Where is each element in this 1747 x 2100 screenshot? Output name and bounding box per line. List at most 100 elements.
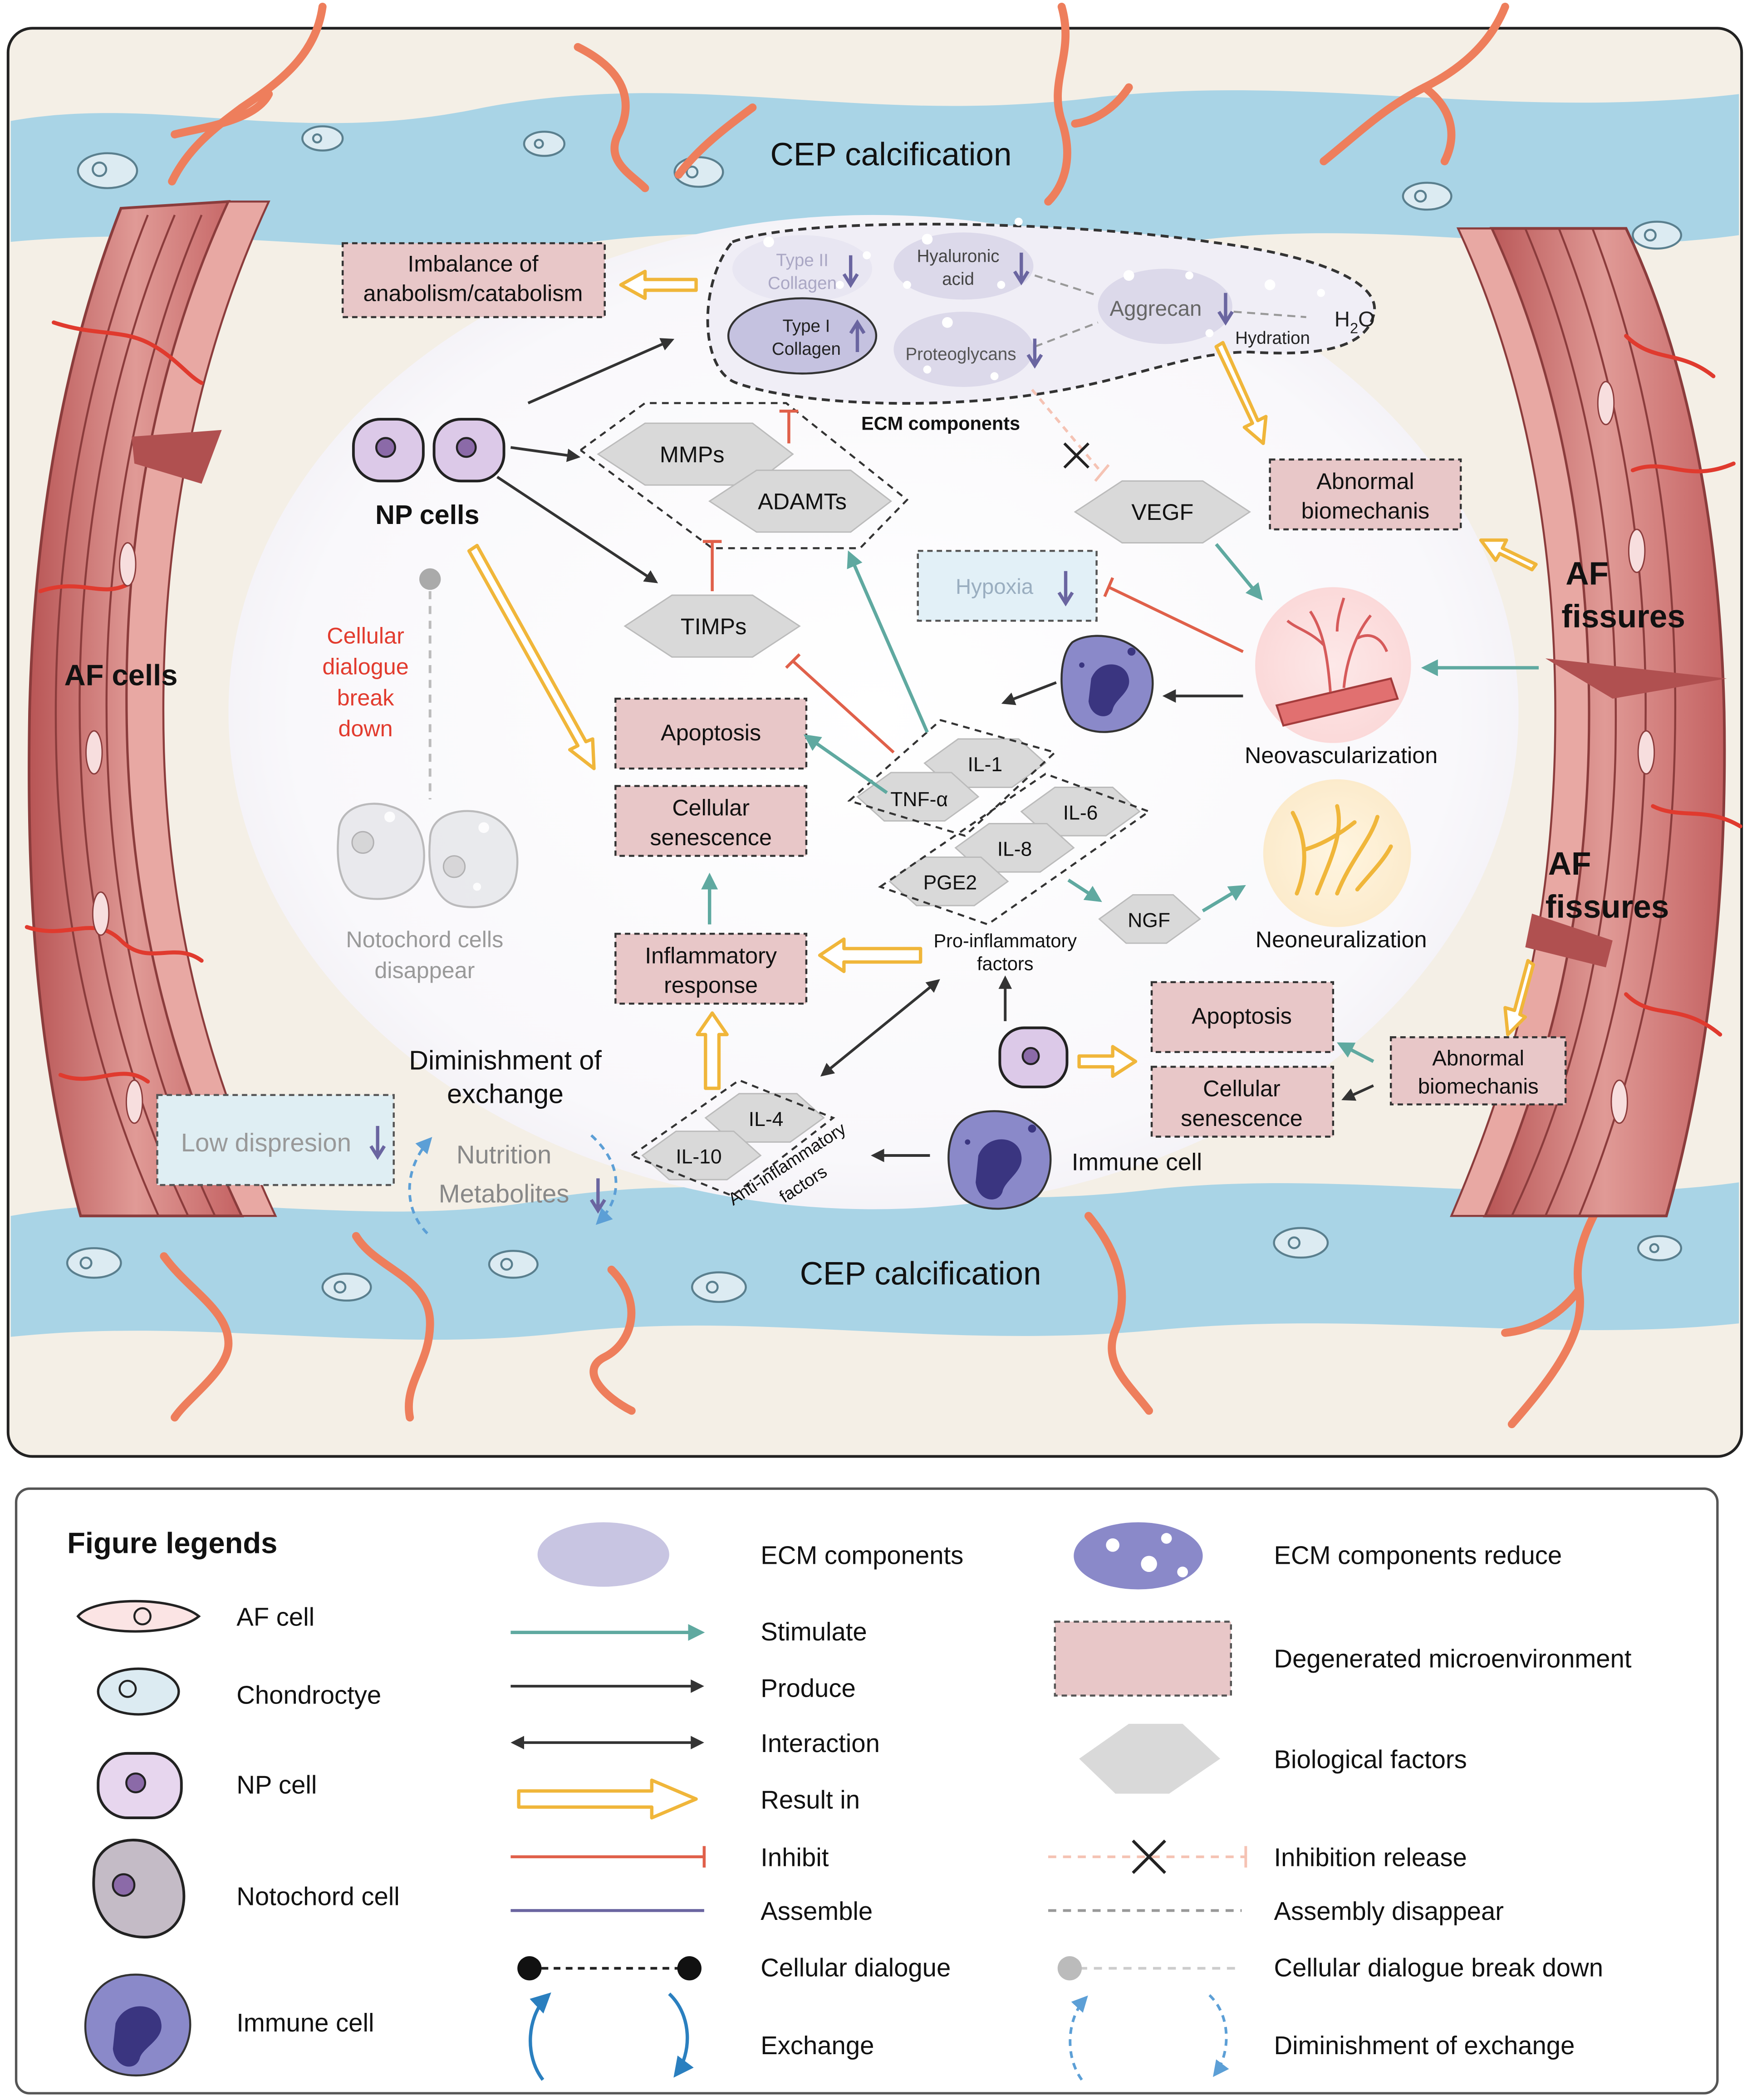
proteoglycans-label: Proteoglycans bbox=[906, 345, 1016, 364]
abnormal-1-line2: biomechanis bbox=[1301, 498, 1430, 524]
result-arrows bbox=[467, 269, 1538, 1090]
degenerated-icon bbox=[1054, 1620, 1232, 1697]
legend-inhibit: Inhibit bbox=[761, 1843, 829, 1872]
np-cells bbox=[352, 418, 505, 483]
np-cells-label: NP cells bbox=[375, 499, 479, 530]
inhibit-lines bbox=[702, 410, 1244, 754]
notochord-line2: disappear bbox=[374, 957, 475, 983]
abnormal-2-line2: biomechanis bbox=[1418, 1075, 1539, 1099]
inhibition-release bbox=[1031, 389, 1110, 482]
pro-inflammatory-line2: factors bbox=[977, 953, 1033, 974]
af-fissures-2-line2: fissures bbox=[1546, 889, 1669, 925]
legend-degenerated: Degenerated microenvironment bbox=[1274, 1644, 1632, 1673]
af-red-vessels bbox=[25, 320, 1742, 1084]
main-panel: Type II Collagen Type I Collagen Hyaluro… bbox=[6, 2, 1743, 1458]
hyaluronic-label-line2: acid bbox=[942, 269, 974, 289]
tnf-diamond bbox=[856, 772, 980, 822]
vessel-icon bbox=[1275, 597, 1399, 727]
notochord-cell-icon bbox=[92, 1839, 186, 1938]
legend-inhibition-release: Inhibition release bbox=[1274, 1843, 1467, 1872]
mmps-diamond bbox=[597, 422, 794, 486]
apoptosis-box-2 bbox=[1150, 981, 1335, 1053]
interaction-arrow bbox=[820, 979, 940, 1077]
ecm-components-icon bbox=[537, 1522, 669, 1587]
legend-exchange: Exchange bbox=[761, 2031, 874, 2060]
np-cell-small bbox=[998, 1026, 1069, 1088]
neovascularization-label: Neovascularization bbox=[1245, 742, 1438, 768]
metabolites-label: Metabolites bbox=[439, 1180, 569, 1208]
cep-bottom-band bbox=[10, 1182, 1739, 1340]
legend-chondrocyte: Chondroctye bbox=[236, 1680, 381, 1709]
il4-label: IL-4 bbox=[749, 1108, 784, 1131]
legend-assembly-disappear: Assembly disappear bbox=[1274, 1897, 1504, 1925]
produce-arrows bbox=[496, 338, 1374, 1162]
np-cell-icon bbox=[97, 1752, 183, 1819]
cep-bottom-label: CEP calcification bbox=[800, 1256, 1041, 1292]
ecm-reduce-icon bbox=[1074, 1522, 1203, 1590]
senescence-box-1 bbox=[614, 785, 808, 857]
factor-diamonds bbox=[597, 422, 1251, 1180]
abnormal-box-1 bbox=[1269, 458, 1462, 531]
dialogue-line4: down bbox=[338, 715, 393, 741]
senescence-1-line2: senescence bbox=[650, 824, 772, 850]
ecm-ellipses bbox=[727, 217, 1325, 387]
af-cells-label: AF cells bbox=[64, 658, 178, 691]
factor-groups bbox=[580, 402, 1151, 1197]
legend-dialogue-break: Cellular dialogue break down bbox=[1274, 1953, 1603, 1982]
type1-label-line1: Type I bbox=[782, 317, 830, 336]
immune-cell-bottom bbox=[947, 1110, 1052, 1210]
low-dispersion-box bbox=[156, 1094, 395, 1186]
il10-diamond bbox=[641, 1131, 762, 1180]
diminishment-icon bbox=[1069, 1994, 1229, 2081]
imbalance-line2: anabolism/catabolism bbox=[363, 280, 583, 306]
legend-panel: Figure legends AF cell Chondroctye NP ce… bbox=[15, 1487, 1719, 2095]
pro-inflammatory-line1: Pro-inflammatory bbox=[933, 930, 1077, 951]
inhibition-release-icon bbox=[1048, 1840, 1247, 1874]
legend-cellular-dialogue: Cellular dialogue bbox=[761, 1953, 951, 1982]
nutrition-label: Nutrition bbox=[456, 1141, 551, 1169]
abnormal-box-2 bbox=[1389, 1036, 1567, 1106]
adamts-label: ADAMTs bbox=[758, 488, 847, 514]
immune-cell-legend-icon bbox=[84, 1973, 191, 2076]
hypoxia-label: Hypoxia bbox=[956, 575, 1034, 599]
aggrecan-label: Aggrecan bbox=[1110, 297, 1202, 321]
biological-factor-icon bbox=[1079, 1723, 1221, 1794]
inflammatory-line2: response bbox=[664, 972, 758, 998]
imbalance-box bbox=[341, 242, 606, 318]
dialogue-line2: dialogue bbox=[322, 654, 408, 680]
senescence-2-line2: senescence bbox=[1181, 1105, 1303, 1131]
dialogue-line3: break bbox=[337, 685, 395, 710]
inflammatory-box bbox=[614, 933, 808, 1005]
af-fissures-1-line1: AF bbox=[1565, 556, 1609, 592]
senescence-box-2 bbox=[1150, 1066, 1335, 1138]
il1-label: IL-1 bbox=[968, 754, 1003, 776]
legend-np-cell: NP cell bbox=[236, 1771, 317, 1799]
dialogue-line1: Cellular bbox=[327, 623, 404, 649]
inhibit-icon bbox=[510, 1846, 706, 1868]
apoptosis-2-label: Apoptosis bbox=[1192, 1003, 1292, 1029]
cep-vessels bbox=[160, 2, 1617, 1429]
diminishment-line1: Diminishment of bbox=[409, 1045, 602, 1075]
hydration-label: Hydration bbox=[1235, 328, 1310, 348]
low-dispersion-label: Low dispresion bbox=[181, 1128, 351, 1157]
mmps-label: MMPs bbox=[660, 441, 725, 467]
timps-label: TIMPs bbox=[681, 613, 746, 639]
abnormal-2-line1: Abnormal bbox=[1432, 1047, 1524, 1071]
il10-label: IL-10 bbox=[676, 1146, 721, 1168]
legend-ecm-reduce: ECM components reduce bbox=[1274, 1541, 1562, 1569]
il8-label: IL-8 bbox=[997, 838, 1032, 861]
ngf-diamond bbox=[1098, 894, 1202, 944]
immune-cell-top bbox=[1060, 635, 1154, 733]
legend-result-in: Result in bbox=[761, 1785, 860, 1814]
legend-immune-cell: Immune cell bbox=[236, 2008, 374, 2037]
notochord-cells bbox=[337, 803, 519, 908]
legend-biological-factors: Biological factors bbox=[1274, 1745, 1467, 1773]
legend-diminishment: Diminishment of exchange bbox=[1274, 2031, 1575, 2060]
cellular-dialogue-icon bbox=[517, 1956, 702, 1981]
pge2-label: PGE2 bbox=[923, 872, 977, 894]
adamts-diamond bbox=[708, 470, 892, 533]
af-fissures-1-line2: fissures bbox=[1561, 599, 1685, 635]
apoptosis-1-label: Apoptosis bbox=[661, 720, 761, 745]
legend-stimulate: Stimulate bbox=[761, 1617, 867, 1646]
